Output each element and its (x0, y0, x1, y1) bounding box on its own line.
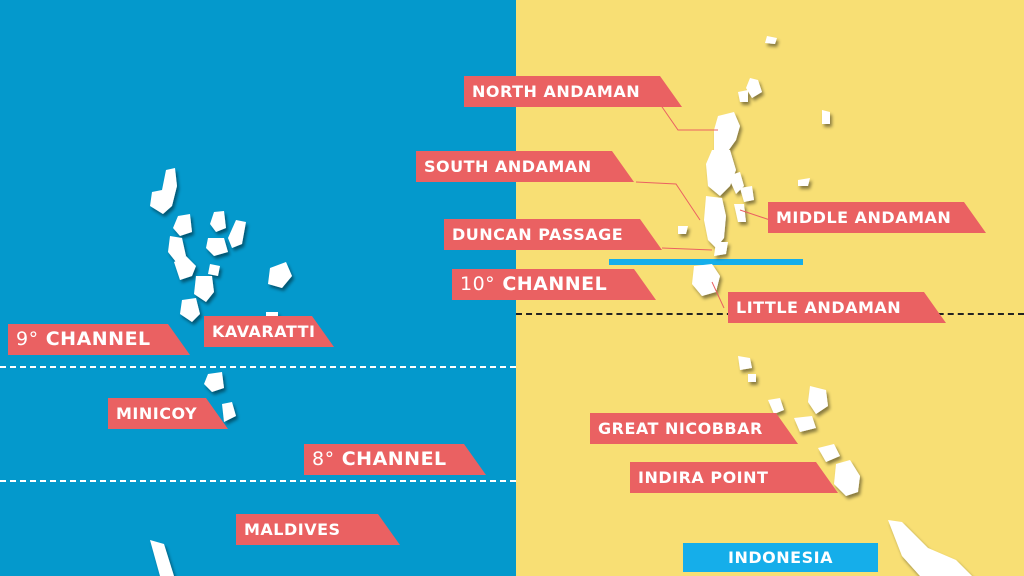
south-andaman-tag: SOUTH ANDAMAN (416, 151, 634, 182)
andaman-island (728, 172, 744, 194)
ten-degree-channel-bar (609, 259, 803, 265)
little-andaman-tag: LITTLE ANDAMAN (728, 292, 946, 323)
lakshadweep-island (174, 256, 196, 280)
maldives-tag: MALDIVES (236, 514, 400, 545)
nicobar-island (748, 374, 756, 382)
middle-andaman-label: MIDDLE ANDAMAN (776, 208, 952, 227)
nicobar-island (808, 386, 828, 414)
lakshadweep-island (150, 168, 177, 214)
nine-degree-channel-line (0, 366, 516, 368)
little-andaman-island (692, 264, 720, 296)
lakshadweep-island (210, 211, 226, 232)
eight-degree-value: 8° (312, 448, 335, 470)
great-nicobbar-tag: GREAT NICOBBAR (590, 413, 798, 444)
eight-degree-channel-tag: 8° CHANNEL (304, 444, 486, 475)
indira-point-label: INDIRA POINT (638, 468, 769, 487)
lakshadweep-island (228, 220, 246, 248)
minicoy-island (222, 402, 236, 422)
andaman-island (734, 204, 746, 222)
nicobar-island (738, 356, 752, 370)
nicobar-island (818, 444, 840, 462)
andaman-island (822, 110, 830, 124)
andaman-island (765, 36, 777, 44)
duncan-passage-tag: DUNCAN PASSAGE (444, 219, 662, 250)
lakshadweep-island (208, 264, 220, 276)
nine-degree-value: 9° (16, 328, 39, 350)
andaman-island (678, 226, 688, 234)
lakshadweep-island (268, 262, 292, 288)
middle-andaman-tag: MIDDLE ANDAMAN (768, 202, 986, 233)
maldives-coast (150, 540, 174, 576)
middle-andaman-island (706, 150, 736, 196)
andaman-island (798, 178, 810, 186)
indonesia-coast (888, 520, 972, 576)
minicoy-tag: MINICOY (108, 398, 228, 429)
lakshadweep-island (194, 276, 214, 302)
ten-degree-value: 10° (460, 273, 496, 295)
eight-channel-label: CHANNEL (341, 448, 447, 470)
little-andaman-leader (711, 281, 725, 309)
andaman-island (746, 78, 762, 98)
lakshadweep-island (206, 238, 228, 256)
indira-point-tag: INDIRA POINT (630, 462, 838, 493)
lakshadweep-island (173, 214, 192, 236)
andaman-island (740, 186, 754, 202)
south-andaman-leader (635, 181, 701, 221)
north-andaman-label: NORTH ANDAMAN (472, 82, 641, 101)
nine-channel-label: CHANNEL (45, 328, 151, 350)
kavaratti-label: KAVARATTI (212, 322, 316, 341)
little-andaman-label: LITTLE ANDAMAN (736, 298, 902, 317)
minicoy-label: MINICOY (116, 404, 198, 423)
ten-degree-channel-tag: 10° CHANNEL (452, 269, 656, 300)
nicobar-island (794, 416, 816, 432)
kavaratti-tag: KAVARATTI (204, 316, 334, 347)
north-andaman-island (714, 112, 740, 154)
south-andaman-island (704, 196, 726, 248)
minicoy-island (204, 372, 224, 392)
north-andaman-tag: NORTH ANDAMAN (464, 76, 682, 107)
maldives-label: MALDIVES (244, 520, 341, 539)
andaman-island (738, 90, 748, 102)
south-andaman-label: SOUTH ANDAMAN (424, 157, 592, 176)
duncan-passage-leader (661, 247, 713, 251)
duncan-passage-label: DUNCAN PASSAGE (452, 225, 624, 244)
nicobar-island (768, 398, 784, 414)
middle-andaman-leader (739, 209, 771, 221)
ten-channel-label: CHANNEL (502, 273, 608, 295)
andaman-island (714, 242, 728, 256)
indonesia-box: INDONESIA (683, 543, 878, 572)
north-andaman-leader (659, 103, 718, 131)
eight-degree-channel-line (0, 480, 516, 482)
lakshadweep-island (180, 298, 200, 322)
great-nicobbar-label: GREAT NICOBBAR (598, 419, 763, 438)
great-nicobar-island (834, 460, 860, 496)
nine-degree-channel-tag: 9° CHANNEL (8, 324, 190, 355)
indonesia-label: INDONESIA (728, 548, 833, 567)
lakshadweep-island (168, 236, 186, 262)
